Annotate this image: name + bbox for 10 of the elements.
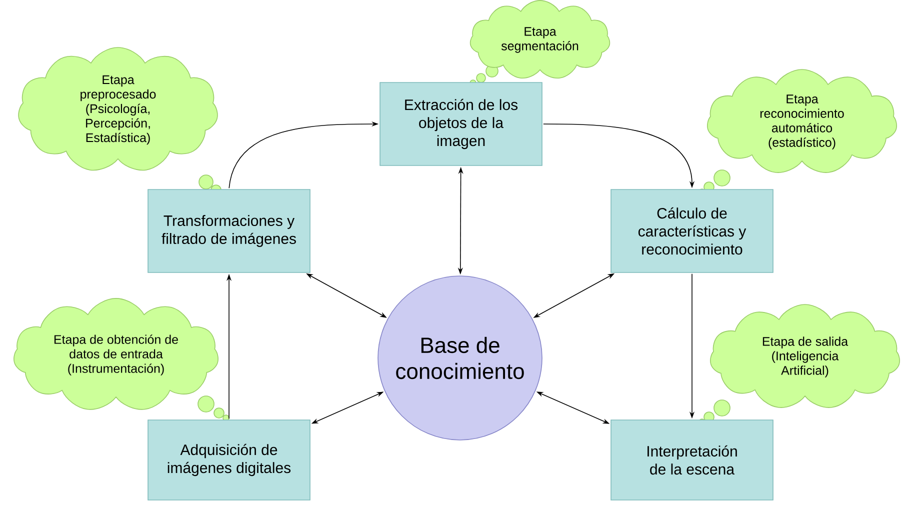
process-box: Extracción de los objetos de la imagen [380, 82, 542, 166]
thought-cloud: Etapa segmentación [470, 0, 610, 78]
thought-cloud: Etapa preprocesado (Psicología, Percepción, Estadística) [18, 47, 218, 171]
thought-cloud: Etapa reconocimiento automático (estadístico) [707, 69, 897, 173]
process-box: Transformaciones y filtrado de imágenes [148, 189, 310, 273]
process-box: Interpretación de la escena [610, 420, 774, 500]
thought-cloud: Etapa de obtención de datos de entrada (Instrumentación) [14, 298, 218, 410]
process-box: Adquisición de imágenes digitales [148, 420, 310, 500]
process-box: Cálculo de características y reconocimiento [610, 189, 774, 273]
thought-cloud: Etapa de salida (Inteligencia Artificial) [710, 304, 900, 408]
